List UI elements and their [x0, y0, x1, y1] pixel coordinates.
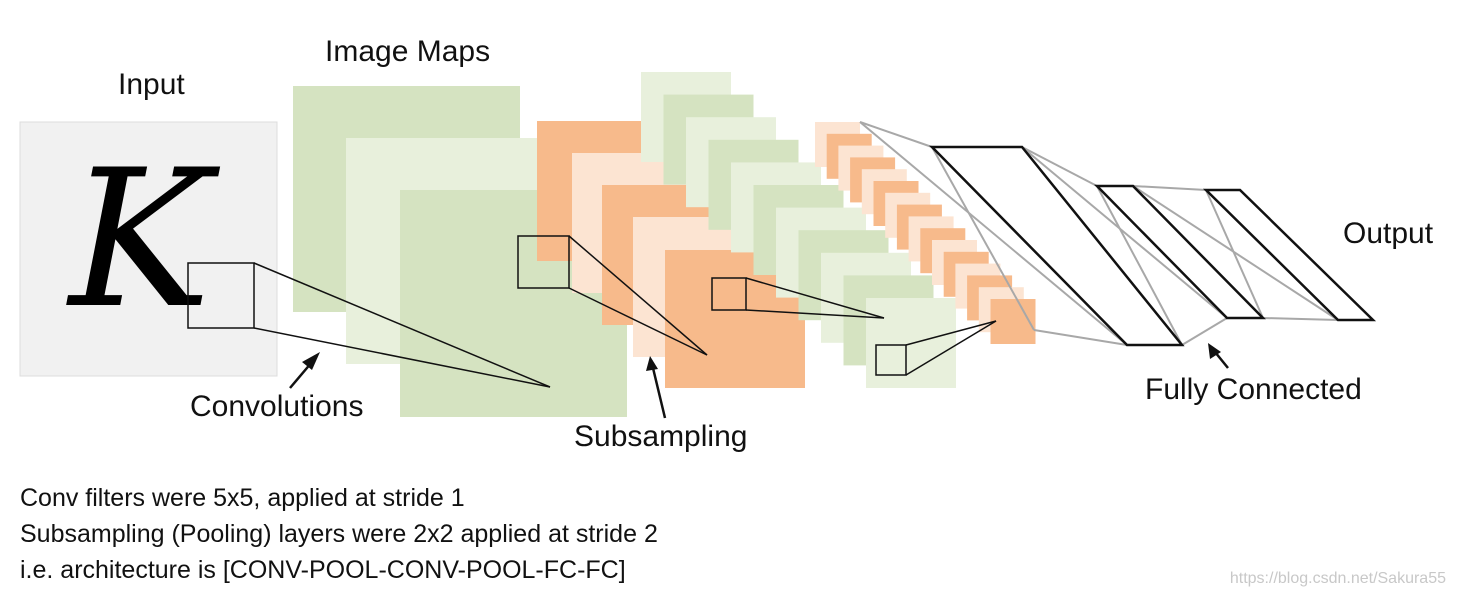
- fc-layer-1: [929, 145, 1185, 347]
- arrow-head-convolutions: [302, 352, 320, 370]
- input-receptive-box: [187, 262, 255, 329]
- label-fully-connected: Fully Connected: [1145, 373, 1362, 406]
- pool2-map-16: [990, 299, 1036, 344]
- pointer-arrows: [289, 343, 1229, 419]
- watermark: https://blog.csdn.net/Sakura55: [1229, 570, 1446, 587]
- conv2-feature-maps: [641, 72, 956, 388]
- input-image: [19, 121, 278, 377]
- conv1-feature-maps: [293, 86, 627, 417]
- fc-layer-output: [1202, 188, 1377, 322]
- projection-lines: [187, 235, 997, 388]
- label-convolutions: Convolutions: [190, 390, 364, 423]
- arrow-head-fully-connected: [1208, 343, 1221, 359]
- caption-line-1: Conv filters were 5x5, applied at stride…: [20, 484, 465, 512]
- fc-layer-2: [1094, 184, 1266, 320]
- label-input: Input: [118, 68, 185, 101]
- fc-connections: [859, 121, 1339, 346]
- caption-line-3: i.e. architecture is [CONV-POOL-CONV-POO…: [20, 556, 626, 584]
- conv1-receptive-box: [517, 235, 570, 289]
- fc-layers: [929, 145, 1377, 347]
- caption-line-2: Subsampling (Pooling) layers were 2x2 ap…: [20, 520, 658, 548]
- label-image-maps: Image Maps: [325, 35, 491, 68]
- input-glyph: K: [66, 129, 221, 350]
- label-subsampling: Subsampling: [574, 420, 748, 453]
- arrow-head-subsampling: [646, 356, 658, 371]
- label-output: Output: [1343, 217, 1434, 250]
- pool2-feature-maps: [815, 122, 1036, 344]
- pool1-receptive-box: [711, 277, 747, 311]
- conv2-receptive-box: [875, 344, 907, 376]
